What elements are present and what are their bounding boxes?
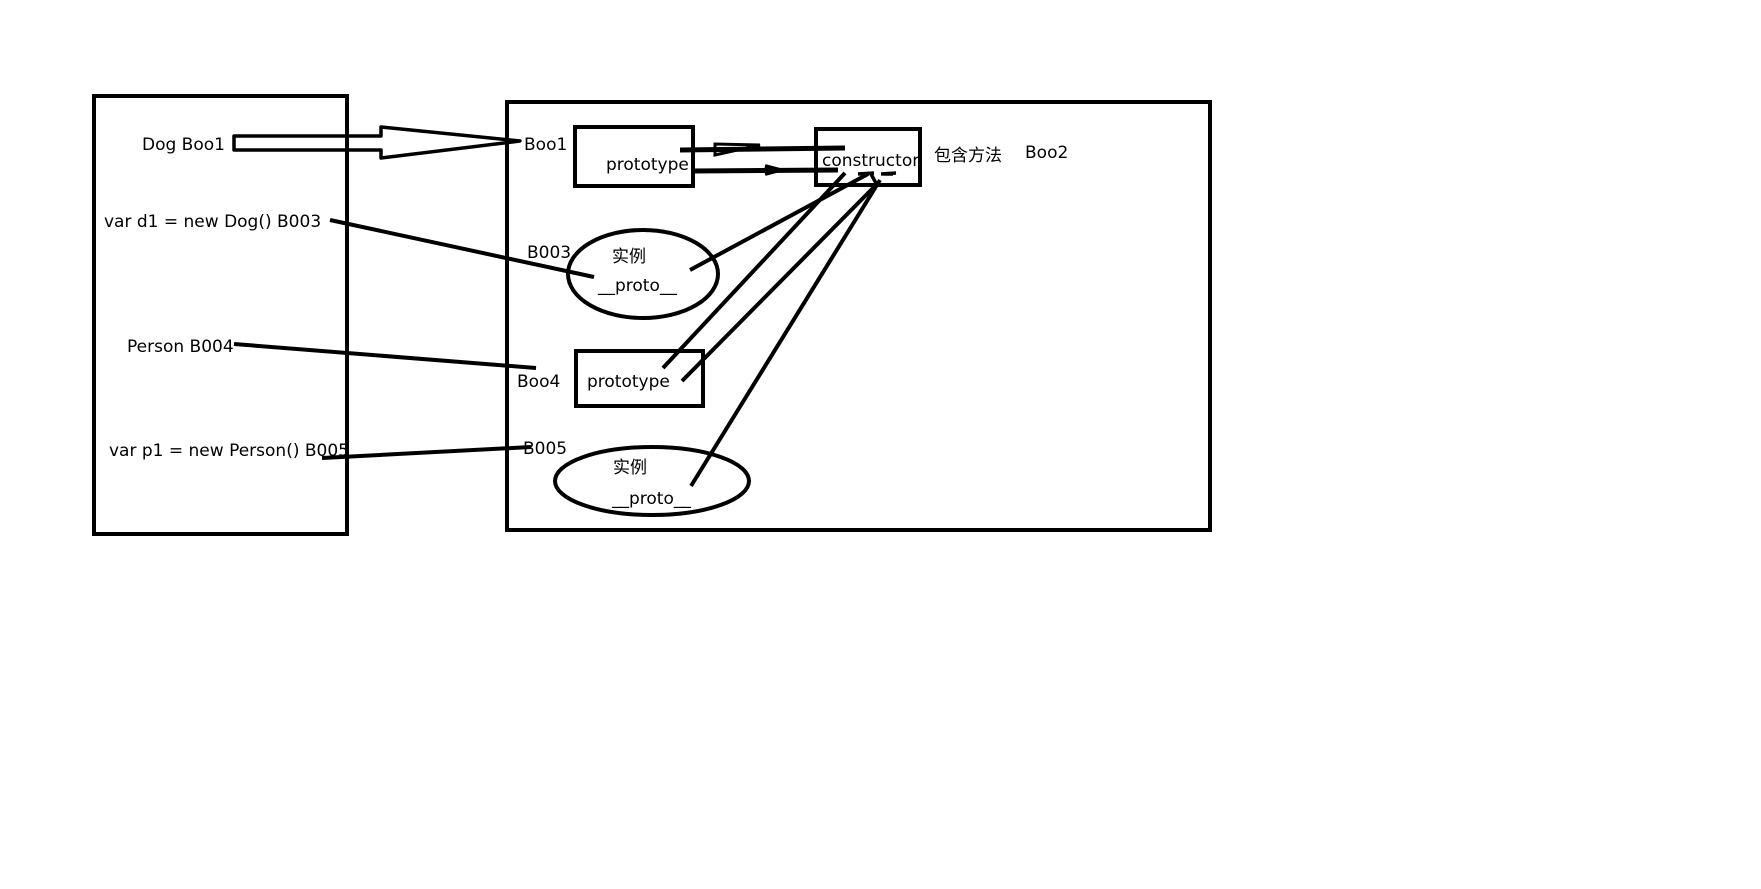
p1-reference-line (321, 445, 532, 460)
label-constructor: constructor (822, 151, 919, 171)
p1-instance-ellipse (553, 445, 751, 517)
heap-box (505, 100, 1212, 532)
label-d1-declaration: var d1 = new Dog() B003 (104, 212, 321, 232)
label-contains-methods: 包含方法 (934, 146, 1002, 166)
constructor-to-prototype-arrowhead-bottom (764, 164, 788, 176)
stack-box (92, 94, 349, 536)
label-person-b004: Person B004 (127, 337, 234, 357)
constructor-arrowheads (857, 171, 897, 186)
label-boo2: Boo2 (1025, 143, 1068, 163)
label-d1-proto: __proto__ (597, 276, 677, 296)
person-prototype-box (574, 349, 705, 408)
label-dog-prototype: prototype (606, 155, 689, 175)
dog-reference-arrow (232, 125, 522, 160)
label-b005: B005 (523, 439, 567, 459)
d1-proto-to-constructor-line (689, 172, 869, 272)
d1-reference-line (329, 218, 595, 279)
label-person-prototype: prototype (587, 372, 670, 392)
label-dog-boo1: Dog Boo1 (142, 135, 225, 155)
constructor-box (814, 127, 922, 187)
label-p1-proto: __proto__ (611, 489, 691, 509)
label-p1-declaration: var p1 = new Person() B005 (109, 441, 349, 461)
dog-prototype-box (573, 125, 695, 188)
label-boo4: Boo4 (517, 372, 560, 392)
prototype-to-constructor-arrow-top (679, 145, 846, 153)
person-reference-line (233, 342, 537, 370)
d1-instance-ellipse (566, 228, 720, 320)
prototype-to-constructor-arrowhead-top (713, 142, 761, 157)
label-p1-instance: 实例 (613, 458, 647, 478)
label-d1-instance: 实例 (612, 247, 646, 267)
person-prototype-to-constructor-line-a (661, 171, 847, 370)
label-b003: B003 (527, 243, 571, 263)
label-boo1: Boo1 (524, 135, 567, 155)
constructor-to-prototype-arrow-bottom (691, 167, 839, 174)
p1-proto-to-constructor-line (689, 178, 882, 488)
person-prototype-to-constructor-line-b (680, 182, 879, 383)
